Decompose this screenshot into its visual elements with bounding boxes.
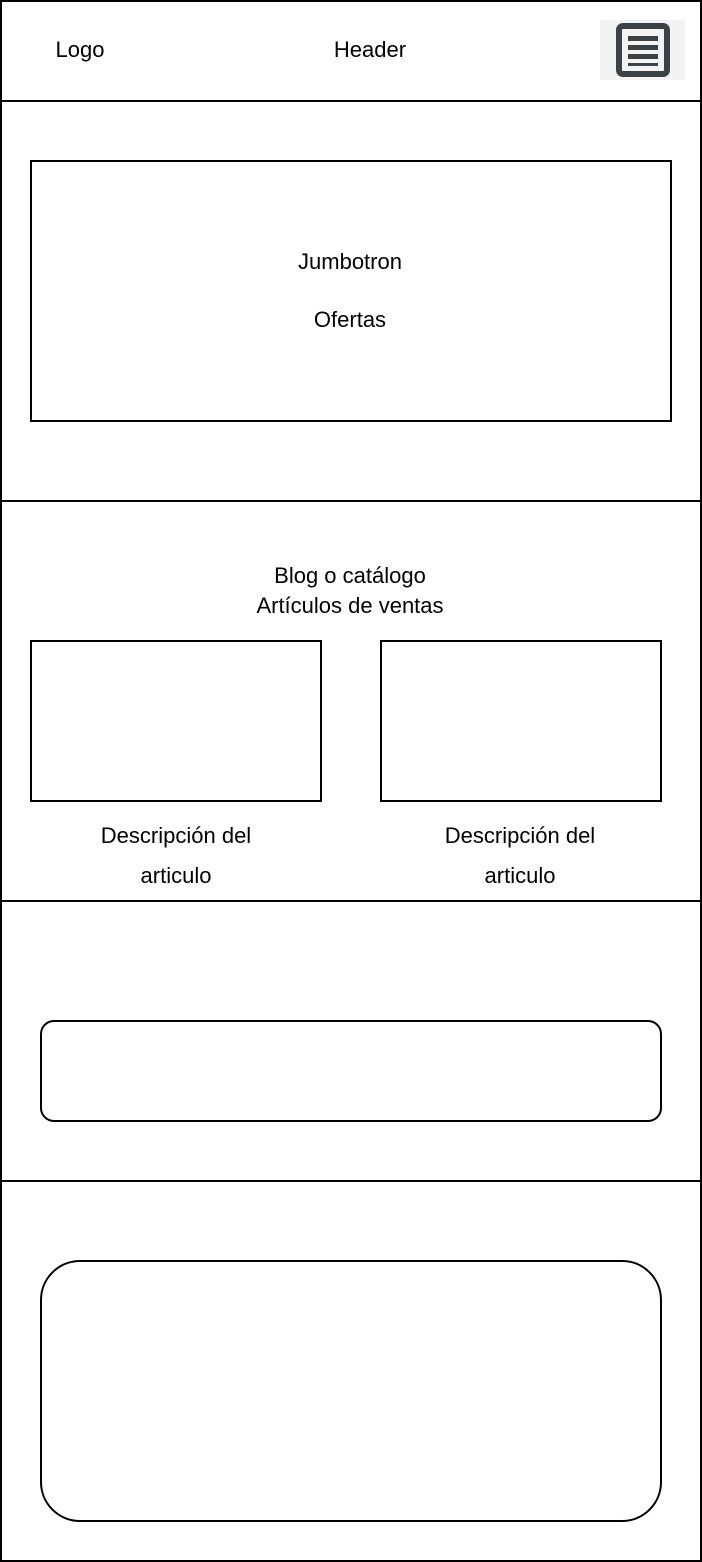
header-title: Header [333, 37, 407, 62]
article-description-2: Descripción del articulo [444, 823, 596, 888]
input-box[interactable] [40, 1020, 662, 1122]
article-image-2[interactable] [380, 640, 662, 802]
jumbotron-title: Jumbotron [298, 249, 402, 274]
jumbotron-banner[interactable] [30, 160, 672, 422]
menu-button[interactable] [600, 20, 685, 80]
blog-subtitle: Artículos de ventas [256, 593, 444, 618]
logo[interactable]: Logo [55, 37, 105, 62]
footer-section [0, 1180, 702, 1562]
article-image-1[interactable] [30, 640, 322, 802]
blog-title: Blog o catálogo [274, 563, 426, 588]
footer-box [40, 1260, 662, 1522]
article-description-1: Descripción del articulo [100, 823, 252, 888]
jumbotron-offers-label: Ofertas [313, 307, 387, 332]
hamburger-menu-icon [615, 23, 670, 77]
